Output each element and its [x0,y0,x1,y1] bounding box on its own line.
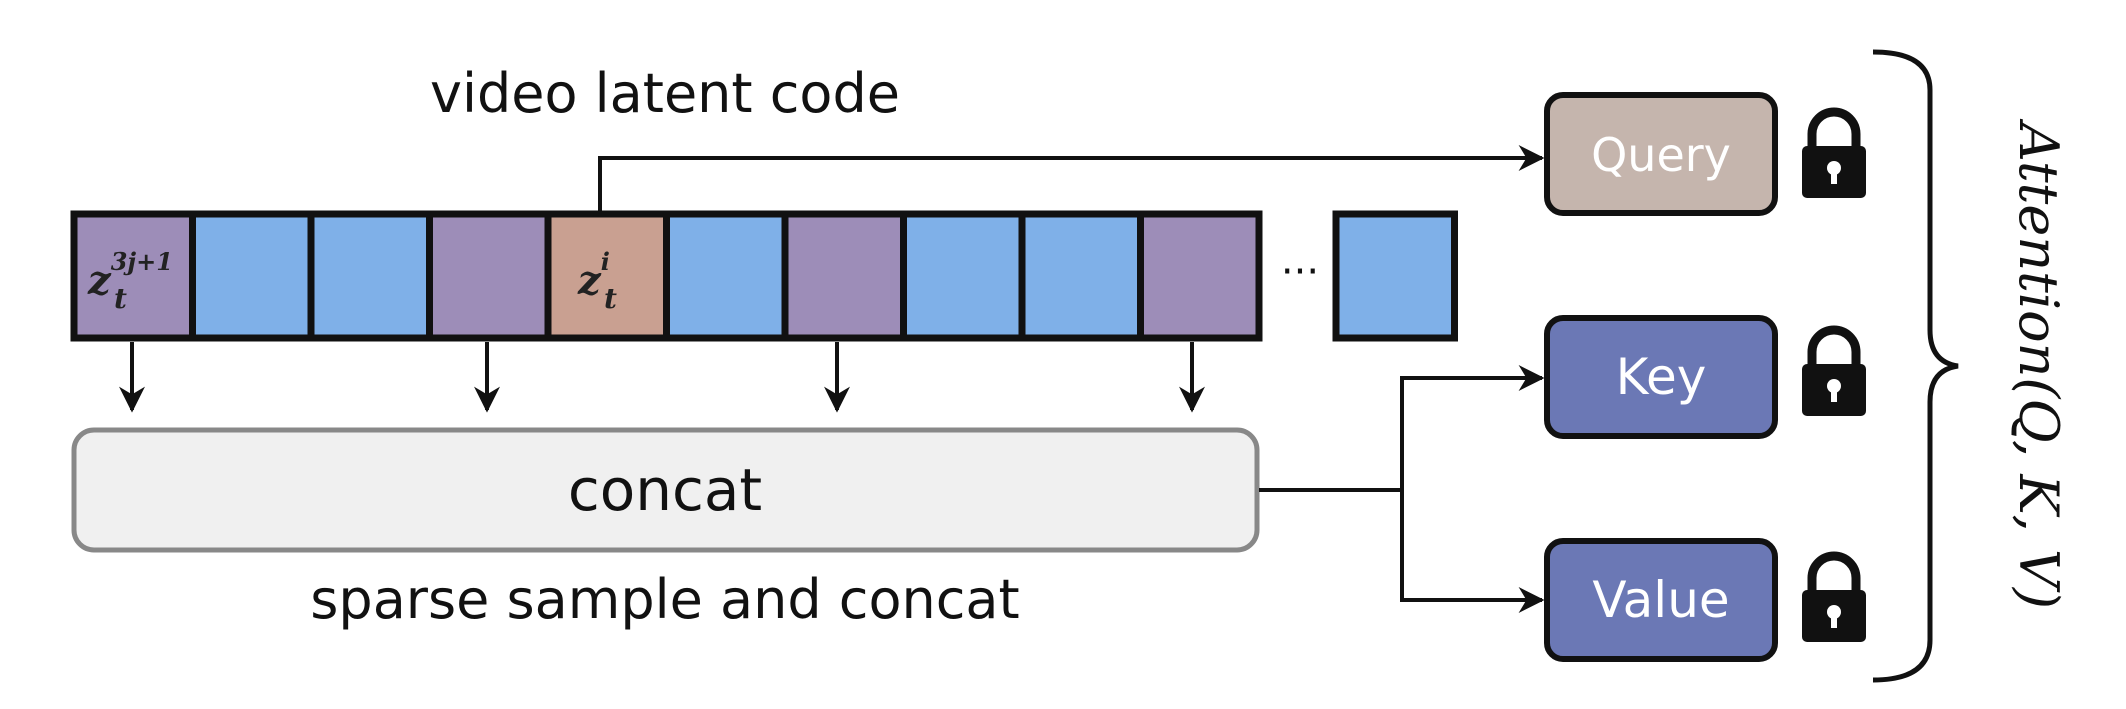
latent-frame-cell [426,210,552,342]
latent-frame-cell [544,210,670,342]
query-box: Query [1544,92,1778,216]
latent-frame-cell [70,210,196,342]
latent-frame-cell [1137,210,1263,342]
latent-frame-cell [900,210,1026,342]
caption-label: sparse sample and concat [310,568,1019,631]
lock-icon [1802,107,1866,198]
query-arrow [598,145,1545,212]
value-arrow [1400,490,1545,613]
value-label: Value [1592,571,1729,629]
concat-label: concat [568,456,762,524]
lock-icon [1802,325,1866,416]
lock-icon [1802,551,1866,642]
title-label: video latent code [430,62,900,125]
query-label: Query [1591,128,1731,182]
latent-frame-cell [1332,210,1458,342]
attention-brace [1872,49,1959,683]
concat-box [71,427,1260,553]
latent-frame-cell [663,210,789,342]
sampling-arrows [119,342,1205,413]
ellipsis-label: ··· [1281,249,1319,295]
value-box: Value [1544,538,1778,662]
key-box: Key [1544,315,1778,439]
attention-label: Attention(Q, K, V) [2007,118,2070,609]
latent-frame-cell [189,210,315,342]
key-label: Key [1616,348,1707,406]
latent-frame-cell [1018,210,1144,342]
key-arrow [1400,365,1545,490]
latent-frame-cell [781,210,907,342]
latent-frame-cell [307,210,433,342]
